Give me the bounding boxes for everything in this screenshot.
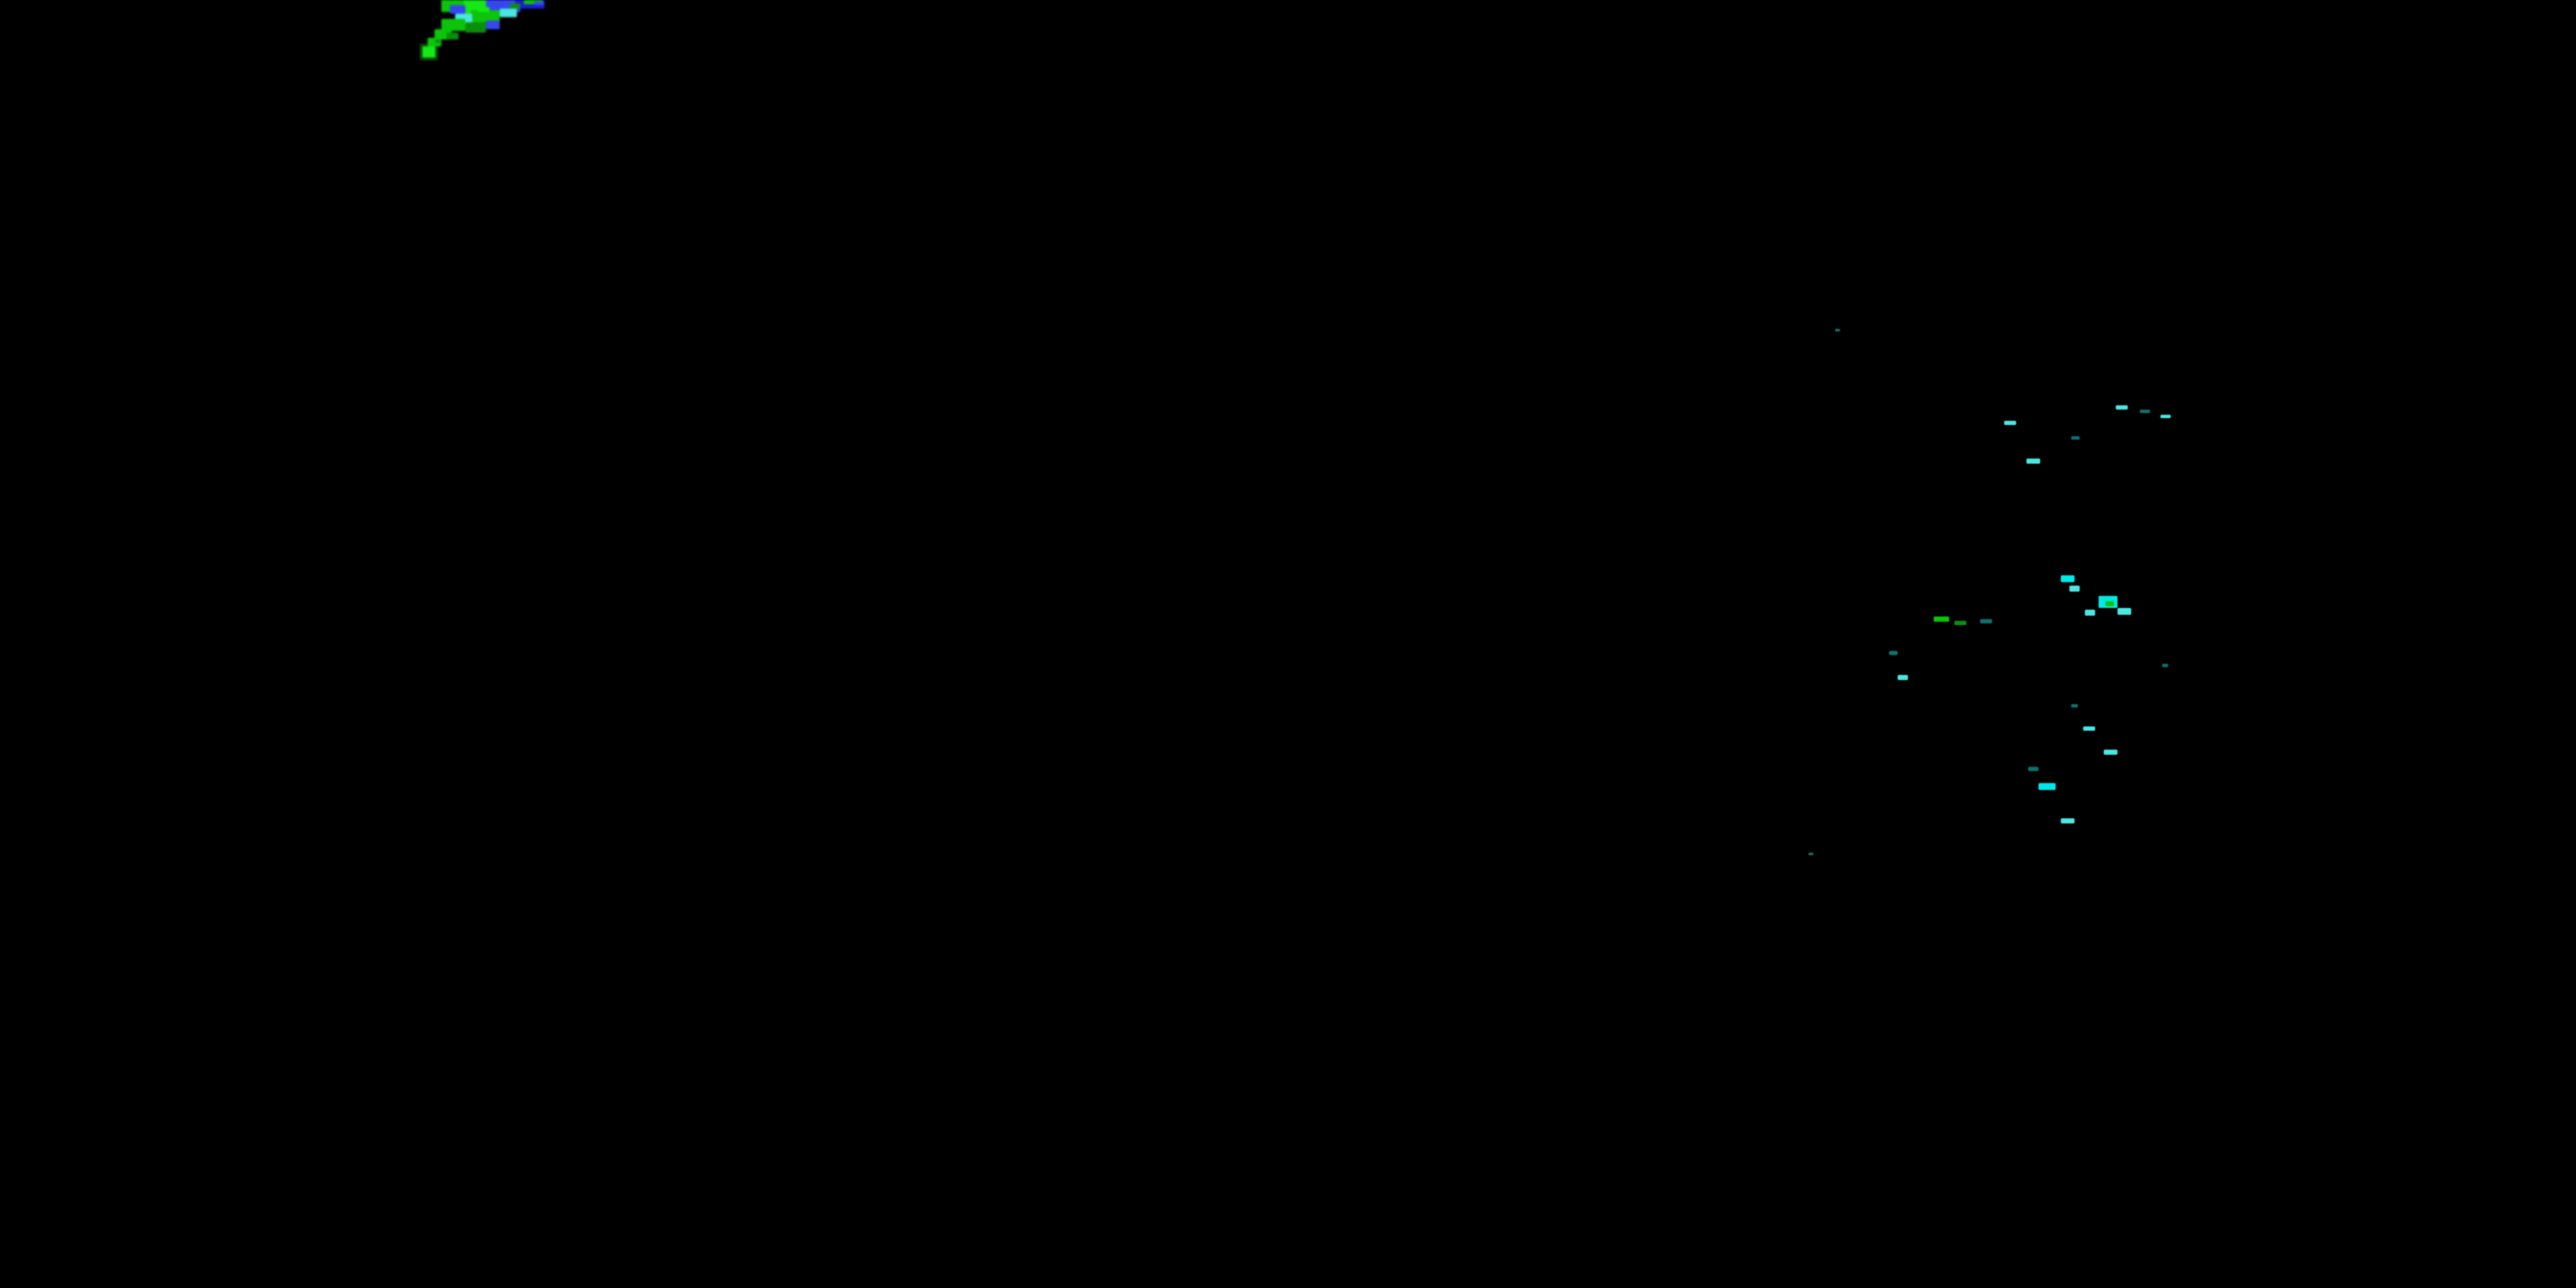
radar-echo [422, 46, 435, 58]
radar-echo [510, 3, 520, 9]
radar-echo [2028, 767, 2038, 771]
radar-echo [2071, 436, 2080, 440]
radar-echo [2004, 421, 2016, 425]
radar-echo [435, 39, 440, 43]
radar-echo [2117, 608, 2131, 615]
radar-echo [2061, 818, 2075, 823]
radar-echo [1954, 621, 1966, 625]
radar-echo [450, 5, 465, 14]
radar-echo [515, 0, 544, 9]
radar-echo [441, 19, 465, 31]
radar-echo [2038, 783, 2056, 790]
radar-echo [2085, 610, 2095, 616]
radar-echo [2140, 410, 2150, 413]
radar-echo [2160, 415, 2171, 418]
radar-echo [1898, 675, 1908, 680]
radar-echo [486, 21, 500, 29]
radar-echo [2071, 704, 2078, 708]
radar-echo [1835, 329, 1840, 331]
radar-echo [2104, 750, 2117, 755]
radar-echo [428, 38, 441, 46]
radar-echo [1808, 853, 1814, 855]
radar-echo [447, 33, 459, 39]
radar-echo [2116, 405, 2128, 410]
radar-echo [2083, 726, 2095, 731]
radar-echo [500, 9, 517, 17]
radar-echo [477, 7, 489, 12]
radar-echo [524, 0, 543, 4]
radar-echo [1934, 617, 1949, 622]
radar-echo [2162, 664, 2168, 667]
radar-echo [2069, 586, 2080, 592]
radar-echo [471, 10, 500, 22]
radar-echo [465, 22, 486, 33]
radar-echo [2026, 459, 2040, 464]
radar-echo [2105, 601, 2114, 606]
radar-echo [2061, 575, 2075, 582]
radar-echo [1980, 619, 1992, 623]
radar-echo [534, 2, 544, 5]
radar-echo [1889, 651, 1898, 655]
